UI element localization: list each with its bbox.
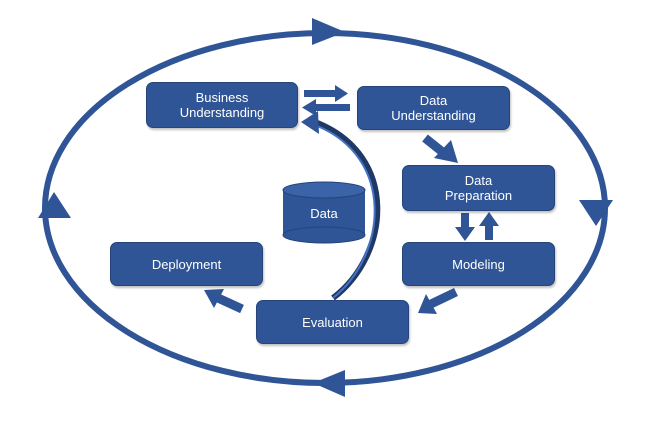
outer-ring-arrowhead-left [38, 192, 71, 218]
modeling-to-evaluation-arrow [418, 287, 458, 314]
understanding-to-preparation-arrow [422, 134, 458, 163]
data-preparation-label-line2: Preparation [444, 188, 513, 203]
modeling-label: Modeling [452, 256, 505, 272]
data-understanding-box: Data Understanding [357, 86, 510, 130]
deployment-label: Deployment [151, 256, 222, 272]
data-preparation-box: Data Preparation [402, 165, 555, 211]
business-understanding-label-line2: Understanding [179, 105, 265, 120]
data-preparation-label-line1: Data [464, 173, 493, 188]
outer-ring-arrowhead-bottom [313, 370, 345, 397]
evaluation-box: Evaluation [256, 300, 409, 344]
data-understanding-label-line1: Data [419, 93, 448, 108]
data-to-business-understanding-arrow [302, 99, 350, 116]
deployment-box: Deployment [110, 242, 263, 286]
data-store-cylinder [282, 181, 366, 244]
preparation-to-modeling-arrow [455, 213, 475, 241]
modeling-to-preparation-arrow [479, 212, 499, 240]
evaluation-to-business-arc [301, 111, 381, 301]
outer-ring-arrowhead-right [579, 200, 613, 226]
data-store-label: Data [310, 206, 338, 221]
business-understanding-box: Business Understanding [146, 82, 298, 128]
evaluation-to-deployment-arrow [204, 289, 244, 314]
outer-ring-arrowhead-top [312, 18, 345, 45]
business-understanding-label-line1: Business [195, 90, 249, 105]
business-to-data-understanding-arrow [304, 85, 348, 102]
data-understanding-label-line2: Understanding [391, 108, 476, 123]
modeling-box: Modeling [402, 242, 555, 286]
evaluation-label: Evaluation [302, 314, 363, 330]
